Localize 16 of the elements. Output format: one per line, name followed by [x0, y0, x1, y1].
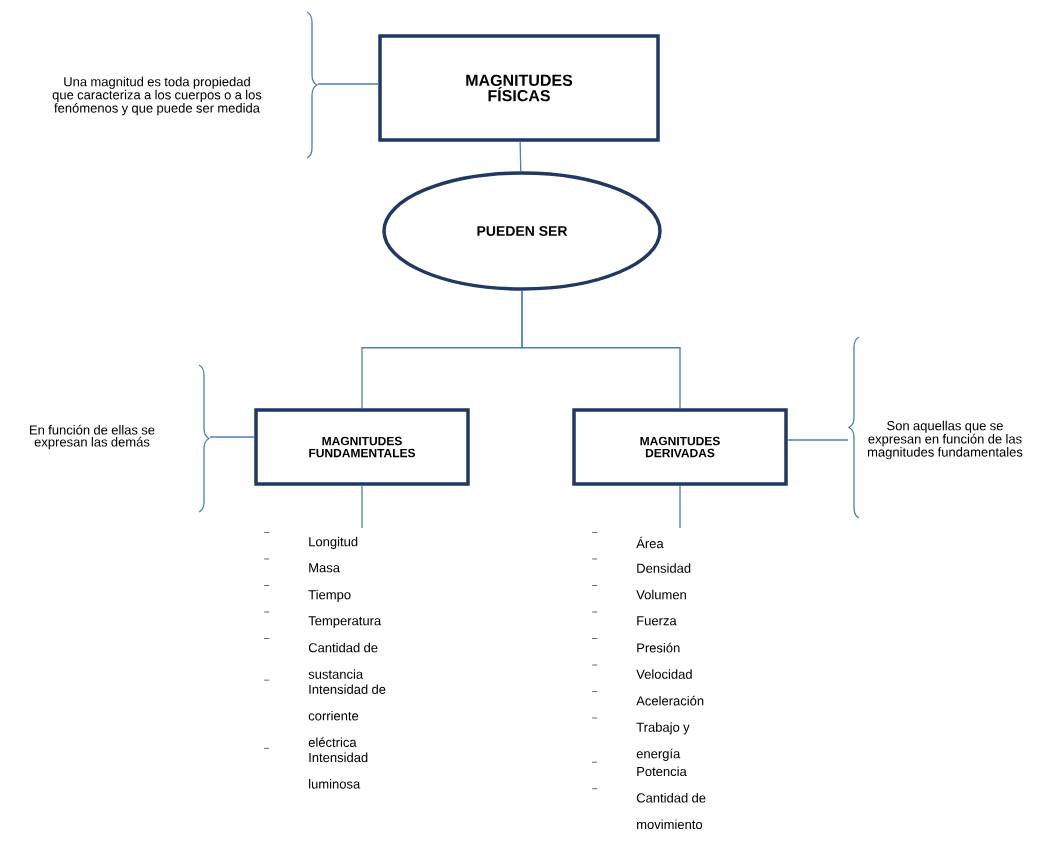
- connector-line: [521, 290, 681, 409]
- category-box: MAGNITUDES DERIVADAS: [572, 408, 788, 486]
- connector-line: [787, 439, 849, 441]
- note-text: En función de ellas se expresan las demás: [30, 424, 155, 450]
- connector-line: [209, 436, 255, 438]
- item-list: Longitud Masa Tiempo Temperatura Cantidad de sustancia Intensidad de corriente eléctrica Intensidad luminosa: [263, 532, 386, 789]
- note-text: Una magnitud es toda propiedad que caracteriza a los cuerpos o a los fenómenos y que puede ser medida: [52, 76, 262, 116]
- connector-line: [679, 485, 681, 529]
- title-box: MAGNITUDES FÍSICAS: [378, 34, 660, 142]
- connector-line: [519, 141, 522, 172]
- connector-line: [317, 83, 379, 85]
- note-text: Son aquellas que se expresan en función de las magnitudes fundamentales: [867, 420, 1023, 460]
- category-box: MAGNITUDES FUNDAMENTALES: [254, 408, 470, 486]
- connector-line: [361, 485, 363, 529]
- item-list: Área Densidad Volumen Fuerza Presión Velocidad Aceleración Trabajo y energía Potencia Cantidad de movimiento: [591, 532, 706, 830]
- oval: PUEDEN SER: [382, 171, 662, 291]
